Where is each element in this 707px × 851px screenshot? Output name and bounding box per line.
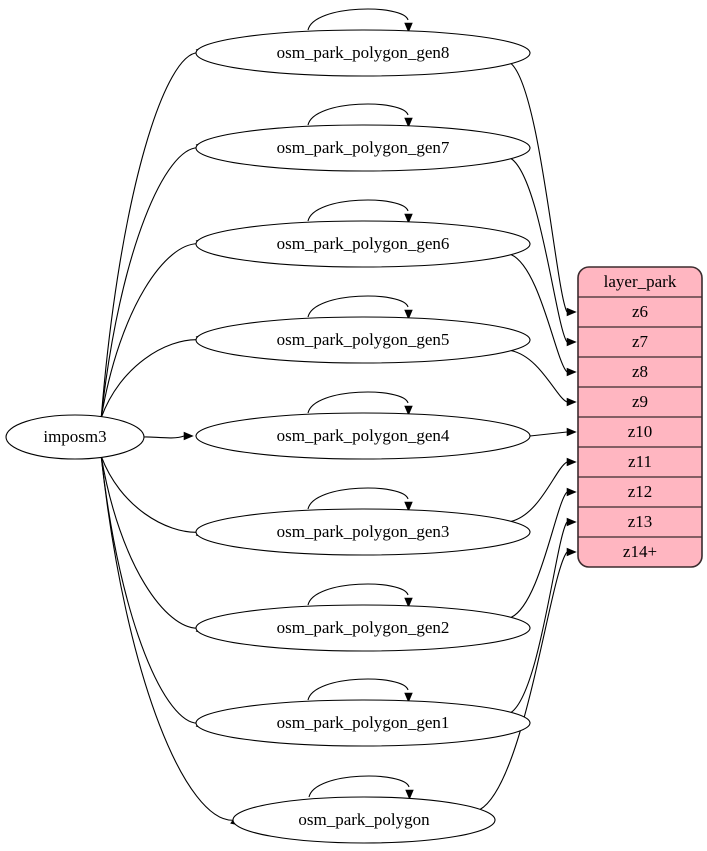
table-row[interactable] <box>578 537 702 567</box>
layer-park-table: layer_park z6 z7 z8 z9 z10 z11 z12 z13 z14+ <box>577 266 703 568</box>
table-body: layer_park z6 z7 z8 z9 z10 z11 z12 z13 z14+ <box>578 267 702 567</box>
arrow-head-icon <box>566 427 577 437</box>
edge-imposm3-to-gen2 <box>100 456 199 629</box>
table-row-label: z12 <box>628 482 653 501</box>
self-loop-gen4 <box>307 391 409 414</box>
self-loop-gen2 <box>307 583 409 606</box>
arrow-head-icon <box>566 457 577 467</box>
table-row-label: z7 <box>632 332 649 351</box>
table-row-label: z8 <box>632 362 648 381</box>
edge-gen7-to-z7 <box>510 158 568 343</box>
table-row[interactable] <box>578 507 702 537</box>
self-loop-gen5 <box>307 295 409 318</box>
table-row[interactable] <box>578 357 702 387</box>
self-loop-gen8 <box>307 8 409 31</box>
node-gen3-label: osm_park_polygon_gen3 <box>277 522 450 541</box>
edge-imposm3-to-gen4 <box>143 435 185 439</box>
node-gen5-label: osm_park_polygon_gen5 <box>277 330 450 349</box>
source-node-group: imposm3 <box>5 414 145 460</box>
arrow-head-icon <box>405 789 414 800</box>
arrow-head-icon <box>566 307 577 317</box>
edge-imposm3-to-gen6 <box>100 243 199 418</box>
edge-imposm3-to-gen1 <box>100 456 199 724</box>
table-row[interactable] <box>578 447 702 477</box>
table-row[interactable] <box>578 327 702 357</box>
table-row[interactable] <box>578 387 702 417</box>
self-loop-edges <box>307 8 414 800</box>
edge-gen6-to-z8 <box>510 254 568 373</box>
node-gen4[interactable] <box>195 412 531 460</box>
table-row-label: z13 <box>628 512 653 531</box>
edge-gen4-to-z10 <box>529 431 568 437</box>
table-row-label: z14+ <box>623 542 657 561</box>
table-row[interactable] <box>578 417 702 447</box>
edge-gen2-to-z12 <box>510 491 568 618</box>
table-header-cell <box>578 267 702 297</box>
edge-gen1-to-z13 <box>510 521 568 713</box>
arrow-head-icon <box>566 547 577 557</box>
edge-base-to-z14+ <box>479 551 568 810</box>
node-gen4-label: osm_park_polygon_gen4 <box>277 426 450 445</box>
arrow-head-icon <box>404 405 413 416</box>
self-loop-gen6 <box>307 199 409 222</box>
edge-imposm3-to-gen5 <box>100 339 199 418</box>
node-gen7-label: osm_park_polygon_gen7 <box>277 138 450 157</box>
edge-gen8-to-z6 <box>510 63 568 313</box>
node-gen5[interactable] <box>195 316 531 364</box>
arrow-head-icon <box>404 501 413 512</box>
node-base-label: osm_park_polygon <box>298 810 430 829</box>
arrow-head-icon <box>566 367 577 377</box>
node-gen1[interactable] <box>195 699 531 747</box>
edges-to-layer-park <box>479 63 577 810</box>
node-base[interactable] <box>232 796 496 844</box>
node-gen8-label: osm_park_polygon_gen8 <box>277 43 450 62</box>
self-loop-gen7 <box>307 103 409 126</box>
table-row-label: z11 <box>628 452 652 471</box>
table-row-label: z9 <box>632 392 648 411</box>
edge-imposm3-to-gen3 <box>100 456 199 533</box>
node-gen6[interactable] <box>195 220 531 268</box>
self-loop-gen3 <box>307 487 409 510</box>
self-loop-base <box>308 775 410 798</box>
table-row[interactable] <box>578 477 702 507</box>
arrow-head-icon <box>404 22 413 33</box>
arrow-head-icon <box>404 117 413 128</box>
edge-gen3-to-z11 <box>510 461 568 522</box>
edge-imposm3-to-gen8 <box>100 52 199 418</box>
node-gen7[interactable] <box>195 124 531 172</box>
arrow-head-icon <box>404 692 413 703</box>
arrow-head-icon <box>566 337 577 347</box>
edge-imposm3-to-base <box>100 456 233 821</box>
table-row-label: z6 <box>632 302 648 321</box>
node-gen3[interactable] <box>195 508 531 556</box>
arrow-head-icon <box>566 487 577 497</box>
node-imposm3-label: imposm3 <box>43 427 106 446</box>
arrow-head-icon <box>404 213 413 224</box>
table-header-label: layer_park <box>604 272 677 291</box>
edge-imposm3-to-gen7 <box>100 147 199 418</box>
node-imposm3[interactable] <box>5 414 145 460</box>
arrow-head-icon <box>404 309 413 320</box>
arrow-head-icon <box>404 597 413 608</box>
arrow-head-icon <box>566 517 577 527</box>
table-outline <box>577 266 703 568</box>
node-gen2-label: osm_park_polygon_gen2 <box>277 618 450 637</box>
node-gen2[interactable] <box>195 604 531 652</box>
arrow-head-icon <box>183 431 194 441</box>
node-gen8[interactable] <box>195 29 531 77</box>
self-loop-gen1 <box>307 678 409 701</box>
table-row-label: z10 <box>628 422 653 441</box>
node-gen6-label: osm_park_polygon_gen6 <box>277 234 450 253</box>
node-gen1-label: osm_park_polygon_gen1 <box>277 713 450 732</box>
arrow-head-icon <box>566 397 577 407</box>
ellipse-nodes: osm_park_polygon_gen8 osm_park_polygon_ge… <box>195 29 531 844</box>
table-row[interactable] <box>578 297 702 327</box>
edge-gen5-to-z9 <box>511 350 568 403</box>
